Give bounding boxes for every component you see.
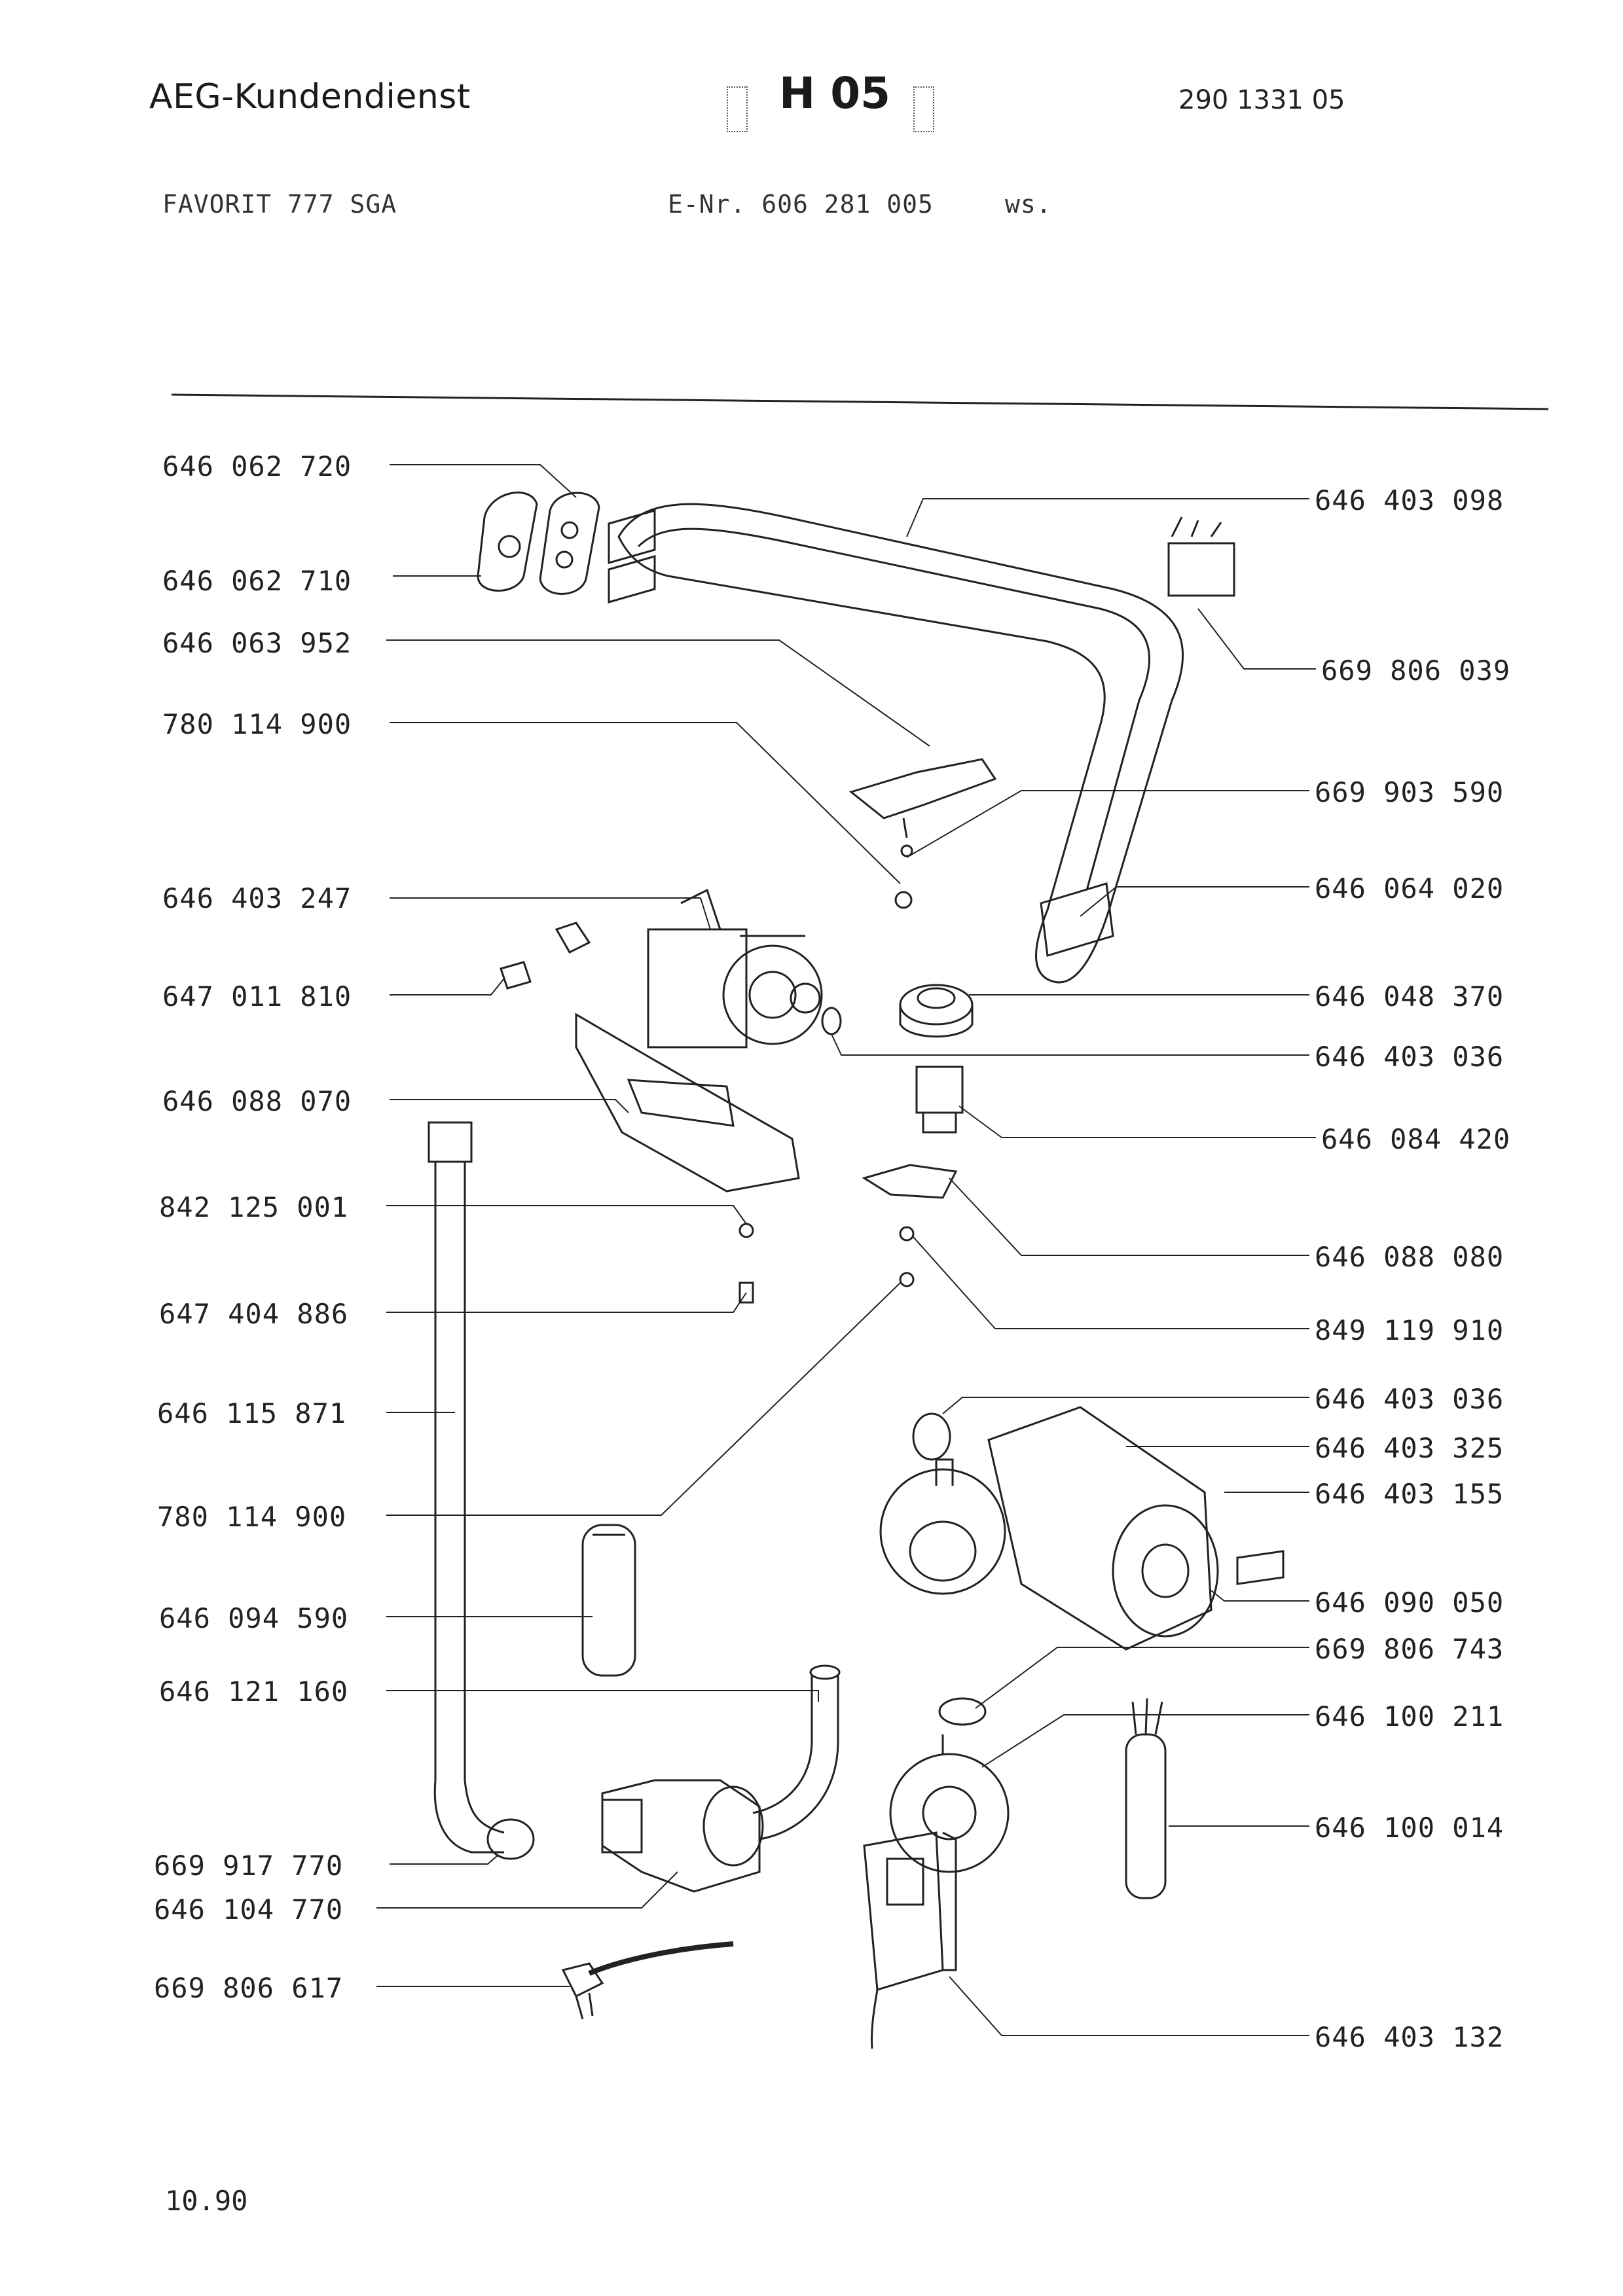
part-label-right-2: 669 806 039 xyxy=(1321,655,1511,687)
part-label-right-8: 646 088 080 xyxy=(1315,1241,1504,1273)
rubber-seal-icon xyxy=(939,1698,985,1725)
part-label-right-16: 646 100 014 xyxy=(1315,1812,1504,1844)
part-label-right-1: 646 403 098 xyxy=(1315,484,1504,516)
thermostat-assembly-icon xyxy=(648,890,822,1047)
connector-icon xyxy=(1237,1551,1283,1584)
part-label-left-12: 646 094 590 xyxy=(159,1602,349,1634)
part-label-right-3: 669 903 590 xyxy=(1315,776,1504,808)
part-label-left-15: 646 104 770 xyxy=(154,1893,344,1926)
parts-drawings xyxy=(429,493,1283,2049)
color-code: ws. xyxy=(1005,190,1052,219)
part-label-left-7: 646 088 070 xyxy=(162,1085,352,1117)
part-label-right-14: 669 806 743 xyxy=(1315,1633,1504,1665)
clip-icon xyxy=(864,1165,956,1198)
mounting-plate-icon xyxy=(576,1014,799,1191)
o-ring-icon xyxy=(822,1008,841,1034)
relay-block-icon xyxy=(1169,517,1234,596)
filter-box-icon xyxy=(864,1833,956,2049)
part-label-left-9: 647 404 886 xyxy=(159,1298,349,1330)
seal-ring-icon xyxy=(900,985,972,1037)
pump-housing-icon xyxy=(602,1780,763,1892)
part-label-left-3: 646 063 952 xyxy=(162,627,352,659)
brand-title: AEG-Kundendienst xyxy=(149,77,471,117)
part-label-right-5: 646 048 370 xyxy=(1315,980,1504,1013)
part-label-left-11: 780 114 900 xyxy=(157,1501,347,1533)
small-screw-icon xyxy=(740,1283,753,1302)
mounting-bracket-icon xyxy=(851,759,995,856)
pressure-chamber-icon xyxy=(890,1734,1008,1872)
washer-icon xyxy=(740,1224,753,1237)
plug-small-icon xyxy=(501,962,530,988)
screw-icon xyxy=(896,892,911,908)
part-label-left-1: 646 062 720 xyxy=(162,450,352,482)
part-label-right-4: 646 064 020 xyxy=(1315,872,1504,905)
part-label-right-10: 646 403 036 xyxy=(1315,1383,1504,1415)
part-label-right-9: 849 119 910 xyxy=(1315,1314,1504,1346)
part-label-left-14: 669 917 770 xyxy=(154,1850,344,1882)
part-label-left-16: 669 806 617 xyxy=(154,1972,344,2004)
part-label-right-7: 646 084 420 xyxy=(1321,1123,1511,1155)
plug-icon xyxy=(556,923,589,952)
part-label-right-17: 646 403 132 xyxy=(1315,2021,1504,2053)
e-number: E-Nr. 606 281 005 xyxy=(668,190,934,219)
part-label-left-5: 646 403 247 xyxy=(162,882,352,914)
drain-hose-icon xyxy=(429,1122,534,1859)
power-cable-icon xyxy=(563,1944,733,2019)
part-label-right-11: 646 403 325 xyxy=(1315,1432,1504,1464)
separator-rule xyxy=(172,395,1548,409)
valve-icon xyxy=(917,1067,962,1132)
nut-icon xyxy=(900,1273,913,1286)
document-number: 290 1331 05 xyxy=(1178,85,1345,115)
section-bracket-right xyxy=(913,86,934,132)
model-name: FAVORIT 777 SGA xyxy=(162,190,397,219)
revision-date: 10.90 xyxy=(165,2185,248,2217)
part-label-left-4: 780 114 900 xyxy=(162,708,352,740)
part-label-left-6: 647 011 810 xyxy=(162,980,352,1013)
leader-lines xyxy=(376,465,1316,2036)
motor-icon xyxy=(881,1407,1218,1649)
section-bracket-left xyxy=(727,86,748,132)
hose-bend-icon xyxy=(753,1666,839,1839)
gasket-plates-icon xyxy=(478,493,599,594)
washer-icon-2 xyxy=(900,1227,913,1240)
heating-element-icon xyxy=(609,504,1183,982)
capacitor-small-icon xyxy=(1126,1698,1165,1898)
part-label-left-13: 646 121 160 xyxy=(159,1676,349,1708)
section-code: H 05 xyxy=(779,68,891,118)
part-label-left-8: 842 125 001 xyxy=(159,1191,349,1223)
capacitor-icon xyxy=(583,1525,635,1676)
part-label-left-10: 646 115 871 xyxy=(157,1397,347,1429)
part-label-right-6: 646 403 036 xyxy=(1315,1041,1504,1073)
part-label-right-13: 646 090 050 xyxy=(1315,1587,1504,1619)
part-label-right-15: 646 100 211 xyxy=(1315,1700,1504,1732)
part-label-left-2: 646 062 710 xyxy=(162,565,352,597)
part-label-right-12: 646 403 155 xyxy=(1315,1478,1504,1510)
